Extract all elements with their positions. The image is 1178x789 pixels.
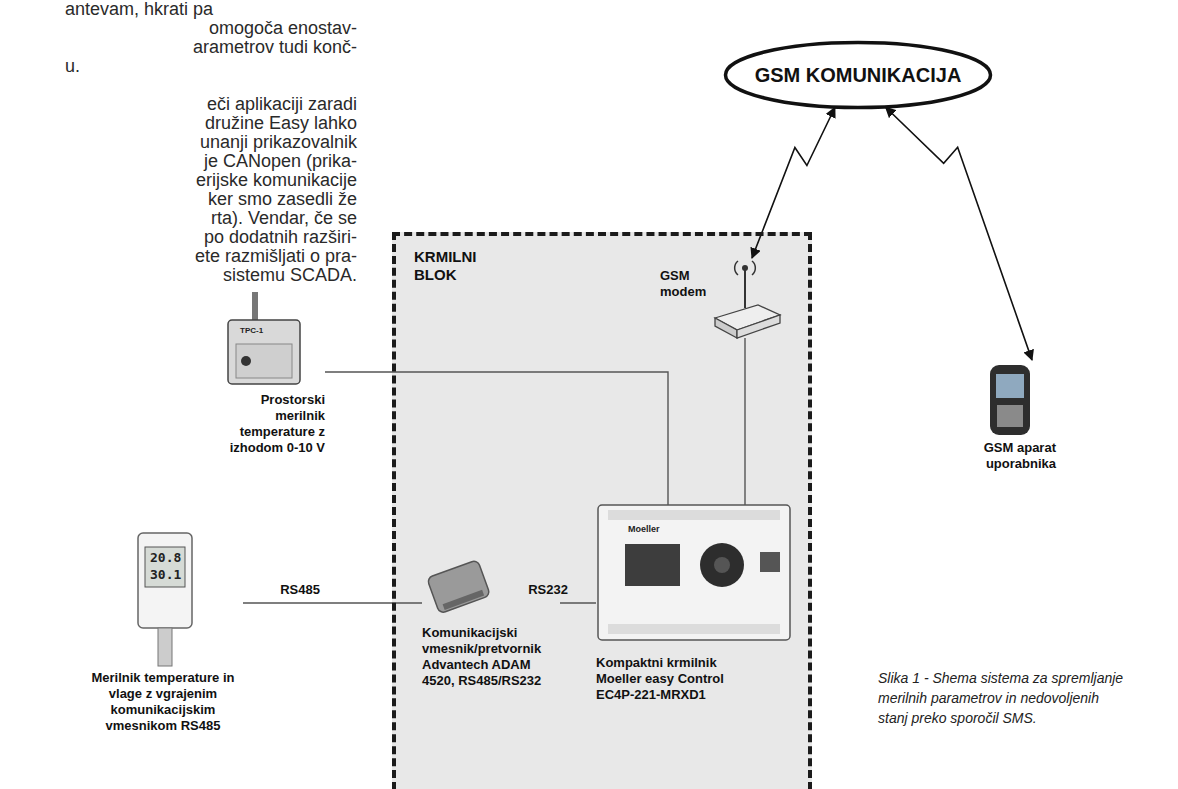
user-phone: GSM aparat uporabnika (966, 360, 1056, 472)
plc-port (760, 552, 780, 572)
sensor-display (145, 547, 185, 587)
plc-terminals-top (608, 510, 780, 520)
display-reading: 30.1 (150, 567, 181, 583)
sensor-housing (228, 320, 300, 384)
article-text: erijske komunikacije (196, 171, 357, 190)
article-text: unanji prikazovalnik (200, 133, 357, 152)
plc-body (598, 505, 790, 640)
signal-wire (560, 602, 596, 603)
antenna (744, 270, 746, 308)
sensor-panel (236, 344, 292, 378)
room-sensor-icon (228, 292, 300, 384)
modem-icon (715, 261, 780, 338)
signal-wire (744, 338, 745, 505)
plc-icon (598, 505, 790, 640)
antenna-tip (742, 265, 748, 271)
phone-keypad (997, 405, 1023, 427)
article-text: rta). Vendar, če se (211, 209, 357, 228)
article-text: arametrov tudi konč- (193, 38, 357, 57)
ellipse-shape (726, 43, 991, 108)
brand-marking: Moeller (628, 524, 660, 535)
compact-plc: Kompaktni krmilnik Moeller easy Control … (596, 505, 792, 703)
bus-label: RS485 (280, 582, 320, 598)
sensor-housing (138, 533, 192, 628)
room-temperature-sensor: Prostorski merilnik temperature z izhodo… (210, 288, 325, 455)
device-label: Kompaktni krmilnik Moeller easy Control … (596, 655, 761, 703)
signal-wire (325, 372, 668, 505)
device-label: GSM aparat uporabnika (966, 440, 1056, 472)
control-block: GSM modemKomunikacijski vmesnik/pretvorn… (392, 232, 812, 789)
phone-icon (990, 365, 1030, 435)
plc-terminals-bottom (608, 624, 780, 634)
network-title: GSM KOMUNIKACIJA (755, 63, 962, 87)
device-label: GSM modem (660, 268, 716, 300)
converter-terminals (443, 590, 485, 610)
plc-button-center (714, 557, 730, 573)
radio-link (886, 107, 1032, 360)
article-text: eči aplikaciji zaradi (207, 95, 357, 114)
device-label: Komunikacijski vmesnik/pretvornik Advant… (422, 625, 560, 688)
sensor-dot (241, 356, 251, 366)
gsm-modem: GSM modem (660, 258, 775, 338)
phone-body (990, 365, 1030, 435)
radio-waves (735, 261, 756, 275)
network-ellipse: GSM KOMUNIKACIJA (723, 40, 993, 110)
device-label: Prostorski merilnik temperature z izhodo… (210, 392, 325, 455)
display-reading: 20.8 (150, 550, 181, 566)
article-text: je CANopen (prika- (204, 152, 357, 171)
phone-screen (996, 374, 1024, 398)
modem-side (715, 318, 737, 338)
article-text: antevam, hkrati pa (65, 0, 213, 19)
article-text: ete razmišljati o pra- (195, 247, 357, 266)
block-heading: KRMILNI BLOK (414, 248, 494, 285)
converter-body (427, 560, 491, 614)
device-marking: TPC-1 (240, 326, 263, 336)
humidity-sensor-icon (138, 533, 192, 666)
article-text: po dodatnih razširi- (204, 228, 357, 247)
article-text: ker smo zasedli že (208, 190, 357, 209)
modem-front (737, 315, 780, 338)
plc-button (700, 543, 744, 587)
device-label: Merilnik temperature in vlage z vgrajeni… (83, 670, 243, 733)
sensor-probe (158, 628, 172, 666)
rs485-converter: Komunikacijski vmesnik/pretvornik Advant… (422, 555, 560, 688)
article-text: družine Easy lahko (205, 114, 357, 133)
plc-screen (625, 544, 680, 586)
article-text: sistemu SCADA. (223, 266, 357, 285)
bus-label: RS232 (528, 582, 568, 598)
sensor-probe (252, 292, 258, 322)
article-text: omogoča enostav- (209, 19, 357, 38)
article-text: u. (65, 57, 80, 76)
figure-caption: Slika 1 - Shema sistema za spremljanje m… (878, 668, 1126, 728)
converter-icon (427, 560, 491, 614)
block-fill (392, 232, 812, 789)
